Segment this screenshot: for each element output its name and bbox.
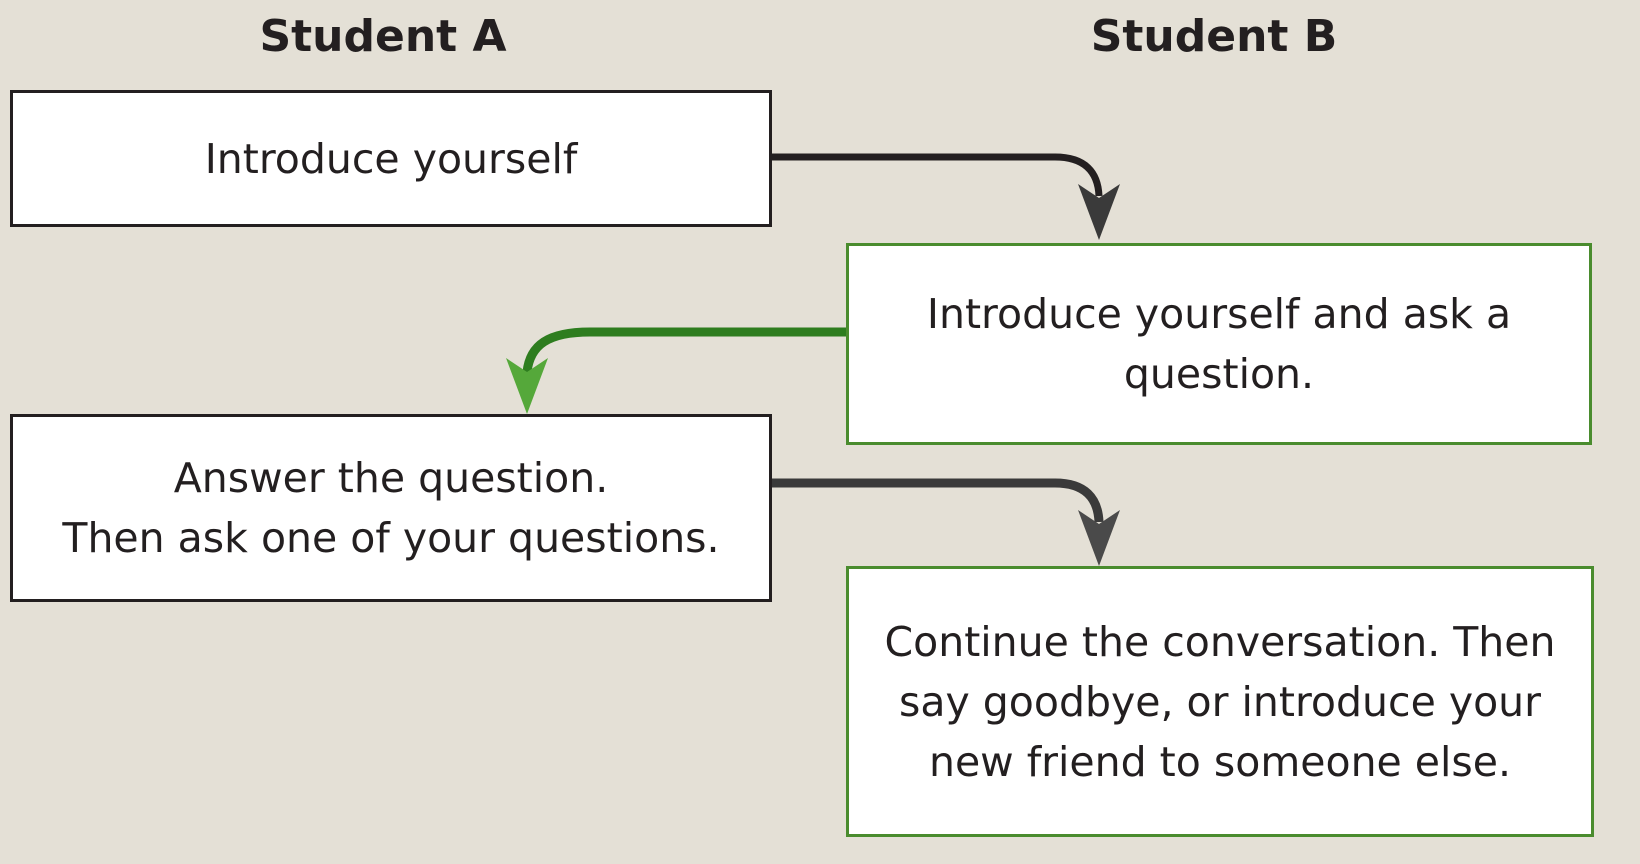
- step-box-a2: Answer the question. Then ask one of you…: [10, 414, 772, 602]
- step-box-b1: Introduce yourself and ask a question.: [846, 243, 1592, 445]
- step-text-line: Answer the question.: [173, 454, 609, 502]
- arrow-b1-to-a2: [522, 327, 846, 373]
- arrowhead-a1-to-b1: [1078, 184, 1120, 240]
- step-text-line: question.: [1123, 350, 1315, 398]
- step-text-line: Then ask one of your questions.: [62, 514, 720, 562]
- step-box-a1: Introduce yourself: [10, 90, 772, 227]
- arrowhead-b1-to-a2: [506, 358, 548, 414]
- step-text: Introduce yourself: [204, 134, 578, 183]
- step-text-block: Answer the question. Then ask one of you…: [62, 448, 719, 568]
- step-text-block: Continue the conversation. Then say good…: [885, 612, 1556, 792]
- arrow-a1-to-b1: [772, 153, 1103, 197]
- step-text-line: Continue the conversation. Then: [884, 617, 1556, 666]
- arrowhead-a2-to-b2: [1078, 510, 1120, 566]
- student-a-header: Student A: [259, 11, 507, 62]
- step-text-line: Introduce yourself and ask a: [926, 290, 1512, 338]
- step-text-line: say goodbye, or introduce your: [898, 677, 1542, 726]
- step-box-b2: Continue the conversation. Then say good…: [846, 566, 1594, 837]
- arrow-a2-to-b2: [772, 478, 1104, 523]
- step-text-block: Introduce yourself and ask a question.: [927, 284, 1511, 404]
- student-b-header: Student B: [1090, 11, 1338, 62]
- step-text-line: new friend to someone else.: [928, 737, 1512, 786]
